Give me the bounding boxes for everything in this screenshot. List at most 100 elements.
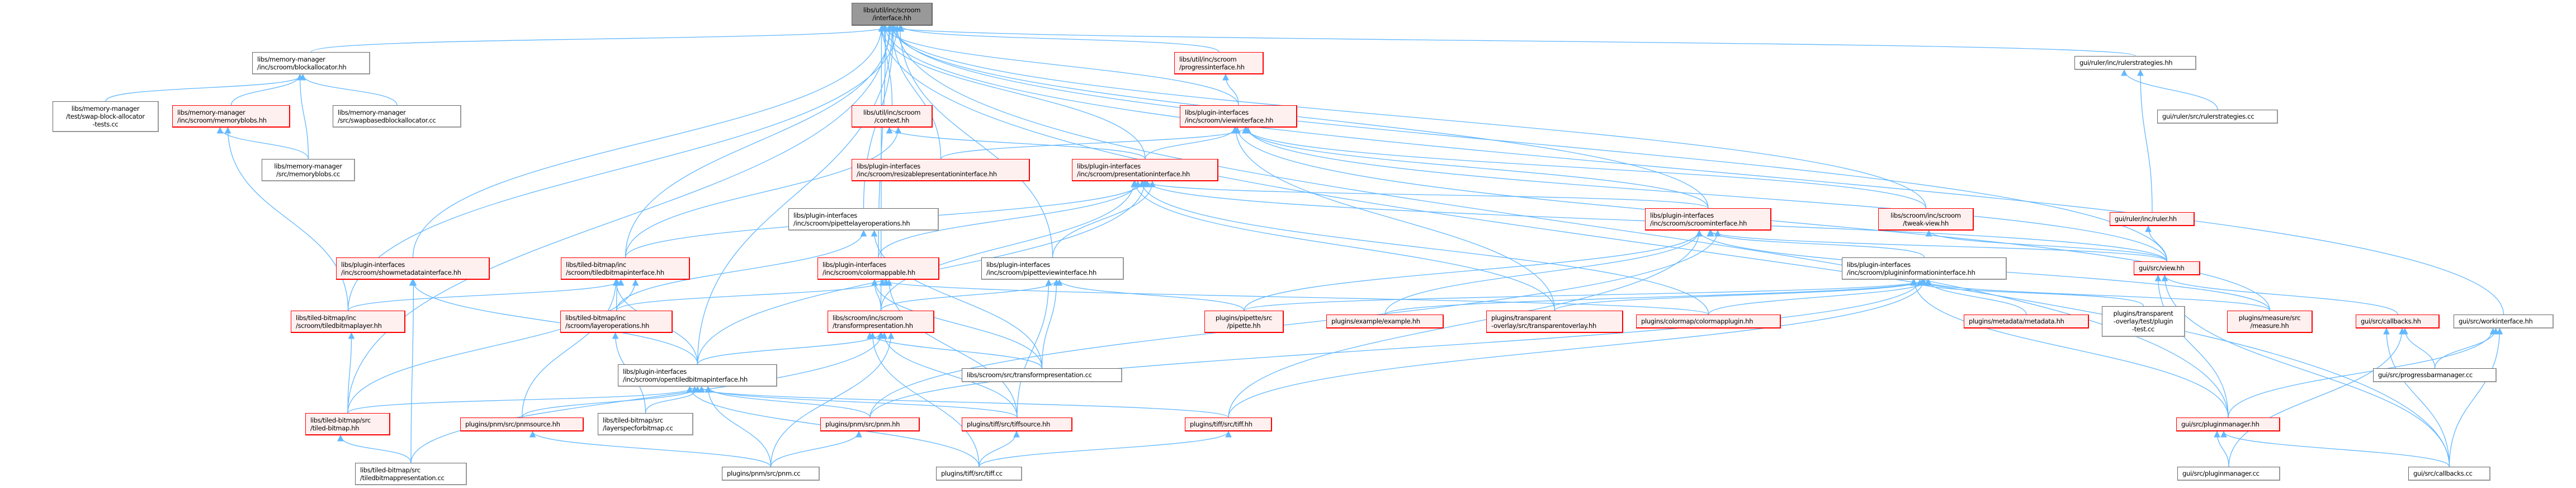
node-view[interactable]: gui/src/view.hh — [2134, 261, 2200, 275]
edge-callbacks_cc-to-interface — [878, 25, 2450, 467]
node-showmetadata[interactable]: libs/plugin-interfaces/inc/scroom/showme… — [336, 257, 490, 280]
node-label-line: gui/src/pluginmanager.hh — [2181, 420, 2260, 428]
node-tiff-hh[interactable]: plugins/tiff/src/tiff.hh — [1185, 417, 1272, 431]
node-label-line: libs/plugin-interfaces — [623, 367, 687, 376]
node-tiledbitmapinterface[interactable]: libs/tiled-bitmap/inc/scroom/tiledbitmap… — [561, 257, 690, 280]
node-callbacks-hh[interactable]: gui/src/callbacks.hh — [2356, 315, 2440, 329]
node-pluginmanager-cc[interactable]: gui/src/pluginmanager.cc — [2177, 467, 2280, 481]
edge-tiledbitmappres-to-tiledbitmap_hh — [337, 434, 412, 463]
node-label-line: libs/plugin-interfaces — [793, 211, 857, 219]
node-label-line: libs/memory-manager — [71, 105, 140, 112]
edge-viewinterface-to-interface — [882, 25, 1239, 106]
node-viewinterface[interactable]: libs/plugin-interfaces/inc/scroom/viewin… — [1180, 105, 1297, 128]
node-label-line: /inc/scroom/memoryblobs.hh — [177, 116, 267, 124]
node-label-line: -tests.cc — [92, 120, 119, 128]
node-label-line: plugins/pipette/src — [1215, 313, 1273, 322]
node-pipette[interactable]: plugins/pipette/src/pipette.hh — [1204, 311, 1284, 333]
node-interface[interactable]: libs/util/inc/scroom/interface.hh — [852, 3, 933, 26]
node-tiff-cc[interactable]: plugins/tiff/src/tiff.cc — [936, 467, 1022, 481]
edge-example-to-plugininfo — [1384, 279, 1927, 315]
node-tiffsource[interactable]: plugins/tiff/src/tiffsource.hh — [962, 417, 1072, 431]
node-transparentoverlay[interactable]: plugins/transparent-overlay/src/transpar… — [1486, 311, 1623, 333]
edge-blockallocator-to-interface — [310, 25, 892, 53]
node-resizable[interactable]: libs/plugin-interfaces/inc/scroom/resiza… — [852, 159, 1030, 181]
node-workinterface[interactable]: gui/src/workinterface.hh — [2454, 315, 2554, 329]
node-example[interactable]: plugins/example/example.hh — [1326, 315, 1444, 329]
node-label-line: gui/src/progressbarmanager.cc — [2378, 371, 2473, 379]
node-label-line: /scroom/tiledbitmapinterface.hh — [566, 268, 664, 276]
edge-progressbar-to-workinterface — [2434, 327, 2499, 369]
node-label-line: plugins/measure/src — [2238, 313, 2301, 322]
node-memoryblobs-hh[interactable]: libs/memory-manager/inc/scroom/memoryblo… — [172, 105, 290, 128]
edge-tiledbitmap_hh-to-tiledbitmapinterface — [347, 279, 639, 414]
edge-tiledbitmapinterface-to-context — [625, 126, 902, 258]
node-swaptests[interactable]: libs/memory-manager/test/swap-block-allo… — [53, 101, 159, 132]
edge-tiledbitmap_hh-to-tiledbitmaplayer — [347, 332, 355, 414]
edge-pipette-to-plugininfo — [1244, 279, 1927, 311]
node-pluginmanager-hh[interactable]: gui/src/pluginmanager.hh — [2176, 417, 2280, 431]
node-tweakview[interactable]: libs/scroom/inc/scroom/tweak-view.hh — [1878, 208, 1974, 231]
edge-pluginmanager_cc-to-callbacks_hh — [2228, 327, 2405, 467]
node-label-line: /inc/scroom/opentiledbitmapinterface.hh — [623, 375, 748, 383]
edge-tiff_cc-to-tiff_hh — [979, 430, 1232, 467]
edge-pnm_cc-to-pnmsource — [529, 430, 772, 467]
node-swapbased[interactable]: libs/memory-manager/src/swapbasedblockal… — [333, 105, 461, 128]
node-label-line: libs/memory-manager — [338, 108, 406, 116]
node-layerspec[interactable]: libs/tiled-bitmap/src/layerspecforbitmap… — [598, 413, 693, 435]
node-label-line: libs/tiled-bitmap/src — [360, 466, 420, 474]
node-label-line: gui/src/pluginmanager.cc — [2182, 470, 2260, 477]
node-pnm-cc[interactable]: plugins/pnm/src/pnm.cc — [722, 467, 820, 481]
node-context[interactable]: libs/util/inc/scroom/context.hh — [852, 105, 933, 128]
node-label-line: plugins/metadata/metadata.hh — [1969, 317, 2064, 325]
node-label-line: libs/plugin-interfaces — [1847, 260, 1911, 269]
edge-transform_cc-to-colormappable — [871, 279, 1043, 369]
node-tiledbitmaplayer[interactable]: libs/tiled-bitmap/inc/scroom/tiledbitmap… — [291, 311, 405, 333]
node-presentation[interactable]: libs/plugin-interfaces/inc/scroom/presen… — [1072, 159, 1218, 181]
edge-memoryblobs_cc-to-blockallocator — [296, 73, 309, 159]
node-label-line: libs/util/inc/scroom — [1179, 55, 1237, 63]
node-colormappable[interactable]: libs/plugin-interfaces/inc/scroom/colorm… — [817, 257, 939, 280]
node-label-line: plugins/tiff/src/tiff.cc — [941, 470, 1003, 477]
node-transform-hh[interactable]: libs/scroom/inc/scroom/transformpresenta… — [828, 311, 934, 333]
edge-scroominterface-to-viewinterface — [1243, 126, 1709, 209]
node-label-line: /inc/scroom/colormappable.hh — [823, 268, 915, 276]
edge-presentation-to-viewinterface — [1145, 126, 1238, 159]
node-tiledbitmap-hh[interactable]: libs/tiled-bitmap/src/tiled-bitmap.hh — [305, 413, 390, 435]
node-callbacks-cc[interactable]: gui/src/callbacks.cc — [2408, 467, 2490, 481]
node-layeroperations[interactable]: libs/tiled-bitmap/inc/scroom/layeroperat… — [560, 311, 673, 333]
edge-view-to-scroominterface — [1707, 229, 2168, 262]
node-opentiled[interactable]: libs/plugin-interfaces/inc/scroom/openti… — [618, 364, 777, 387]
node-progressinterface[interactable]: libs/util/inc/scroom/progressinterface.h… — [1174, 52, 1264, 74]
node-measure[interactable]: plugins/measure/src/measure.hh — [2227, 311, 2313, 333]
node-transform-cc[interactable]: libs/scroom/src/transformpresentation.cc — [962, 368, 1122, 382]
edge-pnm_cc-to-transform_hh — [770, 332, 895, 467]
node-plugininfo[interactable]: libs/plugin-interfaces/inc/scroom/plugin… — [1842, 257, 2007, 280]
node-label-line: gui/src/workinterface.hh — [2459, 317, 2533, 325]
node-label-line: /inc/scroom/plugininformationinterface.h… — [1847, 268, 1975, 276]
edge-view-to-viewinterface — [1245, 126, 2168, 262]
edge-pipetteview-to-presentation — [1052, 180, 1156, 258]
node-memoryblobs-cc[interactable]: libs/memory-manager/src/memoryblobs.cc — [262, 159, 355, 181]
node-label-line: /inc/scroom/pipetteviewinterface.hh — [986, 268, 1096, 276]
node-colormapplugin[interactable]: plugins/colormap/colormapplugin.hh — [1636, 315, 1781, 329]
node-blockallocator[interactable]: libs/memory-manager/inc/scroom/blockallo… — [252, 52, 370, 74]
node-pnmsource[interactable]: plugins/pnm/src/pnmsource.hh — [460, 417, 584, 431]
node-plugintest[interactable]: plugins/transparent-overlay/test/plugin-… — [2102, 306, 2185, 337]
node-label-line: plugins/transparent — [1491, 313, 1551, 322]
edge-colormapplugin-to-plugininfo — [1708, 279, 1932, 315]
node-rulerstrategies-hh[interactable]: gui/ruler/inc/rulerstrategies.hh — [2074, 56, 2196, 70]
edge-metadata-to-plugininfo — [1924, 279, 2027, 315]
node-rulerstrategies-cc[interactable]: gui/ruler/src/rulerstrategies.cc — [2157, 110, 2278, 124]
node-label-line: /scroom/layeroperations.hh — [565, 321, 650, 330]
node-pnm-hh[interactable]: plugins/pnm/src/pnm.hh — [820, 417, 920, 431]
node-progressbar[interactable]: gui/src/progressbarmanager.cc — [2373, 368, 2497, 382]
edge-opentiled-to-transform_hh — [697, 332, 884, 365]
node-label-line: /measure.hh — [2250, 321, 2289, 330]
node-ruler[interactable]: gui/ruler/inc/ruler.hh — [2110, 212, 2195, 226]
node-pipetteview[interactable]: libs/plugin-interfaces/inc/scroom/pipett… — [981, 257, 1124, 280]
node-scroominterface[interactable]: libs/plugin-interfaces/inc/scroom/scroom… — [1645, 208, 1771, 231]
edge-pnm_hh-to-plugininfo — [869, 279, 1923, 418]
node-pipettelayerops[interactable]: libs/plugin-interfaces/inc/scroom/pipett… — [788, 208, 939, 231]
node-metadata[interactable]: plugins/metadata/metadata.hh — [1964, 315, 2089, 329]
node-tiledbitmappres[interactable]: libs/tiled-bitmap/src/tiledbitmappresent… — [355, 463, 467, 485]
